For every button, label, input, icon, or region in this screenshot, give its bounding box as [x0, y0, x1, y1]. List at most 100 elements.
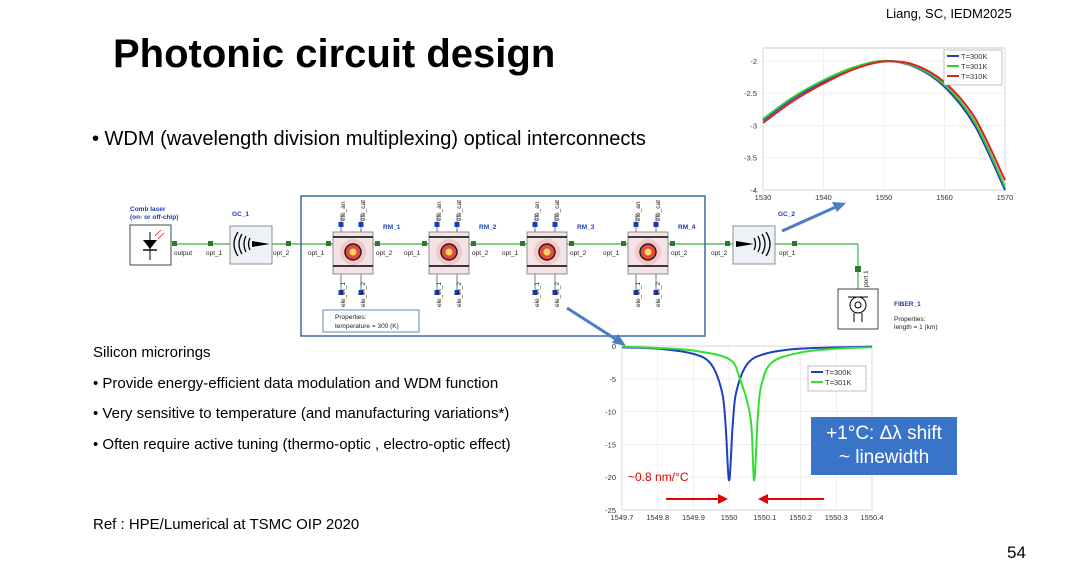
arrow-right-icon	[718, 494, 728, 504]
y-tick-label: -2	[750, 57, 757, 66]
gc1-label: GC_1	[232, 211, 249, 218]
callout-line-1: +1°C: Δλ shift	[826, 423, 942, 444]
microrings-bullet-3: • Often require active tuning (thermo-op…	[93, 436, 511, 453]
ring-top-port: ele_an	[534, 201, 541, 221]
y-tick-label: -2.5	[744, 89, 757, 98]
port-output: output	[174, 250, 192, 257]
properties-title: Properties:	[335, 314, 367, 321]
grating-coupler-1-icon	[229, 225, 273, 265]
ring-port-opt1: opt_1	[404, 250, 421, 257]
microrings-bullet-1: • Provide energy-efficient data modulati…	[93, 375, 499, 392]
x-tick-label: 1550.1	[753, 513, 776, 522]
x-tick-label: 1549.8	[646, 513, 669, 522]
comb-laser-sub: (on- or off-chip)	[130, 214, 178, 221]
y-tick-label: -4	[750, 186, 757, 195]
fiber-port: port 1	[863, 270, 870, 287]
ring-port-opt1: opt_1	[603, 250, 620, 257]
ring-bottom-port: ele_th_2	[554, 282, 561, 307]
ring-bottom-port: ele_th_1	[340, 282, 347, 307]
ring-port-opt1: opt_1	[308, 250, 325, 257]
legend-entry: T=300K	[961, 52, 987, 61]
ring-port-opt2: opt_2	[570, 250, 587, 257]
ring-top-port: ele_cat	[655, 200, 662, 221]
ring-top-port: ele_cat	[554, 200, 561, 221]
ring-port-opt2: opt_2	[671, 250, 688, 257]
reference: Ref : HPE/Lumerical at TSMC OIP 2020	[93, 516, 360, 533]
y-tick-label: -5	[609, 375, 616, 384]
y-tick-label: -25	[605, 506, 616, 515]
ring-top-port: ele_cat	[456, 200, 463, 221]
x-tick-label: 1570	[997, 193, 1014, 202]
ring-bottom-port: ele_th_1	[635, 282, 642, 307]
properties-temperature: temperature = 300 (K)	[335, 323, 399, 330]
ring-modulator-1: RM_1 ele_an ele_cat ele_th_1 ele_th_2 opt_1 op…	[308, 200, 401, 307]
page-title: Photonic circuit design	[113, 32, 556, 76]
y-tick-label: -3.5	[744, 154, 757, 163]
x-tick-label: 1550	[721, 513, 738, 522]
grating-coupler-2-icon	[732, 225, 776, 265]
x-tick-label: 1549.9	[682, 513, 705, 522]
callout-box: +1°C: Δλ shift ~ linewidth	[811, 417, 957, 475]
x-tick-label: 1549.7	[611, 513, 634, 522]
comb-laser-label: Comb laser	[130, 206, 166, 213]
ring-top-port: ele_an	[340, 201, 347, 221]
microrings-heading: Silicon microrings	[93, 344, 211, 361]
fiber-properties-length: length = 1 (km)	[894, 324, 938, 331]
ring-port-opt2: opt_2	[472, 250, 489, 257]
shift-arrows	[666, 494, 824, 504]
legend-entry: T=301K	[825, 378, 851, 387]
microrings-bullet-2: • Very sensitive to temperature (and man…	[93, 405, 510, 422]
arrow-left-icon	[758, 494, 768, 504]
gc2-port-opt2: opt_2	[711, 250, 728, 257]
series-line-T=300K	[621, 345, 873, 482]
citation: Liang, SC, IEDM2025	[886, 6, 1012, 21]
series-line-T=301K	[621, 345, 873, 482]
ring-bottom-port: ele_th_2	[360, 282, 367, 307]
ring-top-port: ele_cat	[360, 200, 367, 221]
comb-laser-icon	[129, 224, 172, 266]
y-tick-label: -20	[605, 473, 616, 482]
x-tick-label: 1530	[755, 193, 772, 202]
y-tick-label: -15	[605, 440, 616, 449]
ring-top-port: ele_an	[635, 201, 642, 221]
ring-bottom-port: ele_th_2	[456, 282, 463, 307]
gc1-port-opt2: opt_2	[273, 250, 290, 257]
legend-entry: T=301K	[961, 62, 987, 71]
slope-label: ~0.8 nm/°C	[628, 470, 689, 484]
fiber-label: FIBER_1	[894, 301, 921, 308]
y-tick-label: 0	[612, 342, 616, 351]
ring-label: RM_1	[383, 224, 401, 231]
legend-entry: T=310K	[961, 72, 987, 81]
x-tick-label: 1560	[936, 193, 953, 202]
y-tick-label: -10	[605, 408, 616, 417]
fiber-icon	[837, 288, 879, 330]
ring-bottom-port: ele_th_2	[655, 282, 662, 307]
x-tick-label: 1550.3	[825, 513, 848, 522]
x-tick-label: 1550.2	[789, 513, 812, 522]
x-tick-label: 1540	[815, 193, 832, 202]
bullet-wdm: • WDM (wavelength division multiplexing)…	[92, 128, 646, 150]
x-tick-label: 1550.4	[861, 513, 884, 522]
gc1-port-opt1: opt_1	[206, 250, 223, 257]
ring-label: RM_3	[577, 224, 595, 231]
arrow-to-temp-chart	[781, 204, 839, 233]
series-line-T=310K	[762, 60, 1006, 181]
y-tick-label: -3	[750, 121, 757, 130]
page-number: 54	[1007, 543, 1026, 562]
gc2-label: GC_2	[778, 211, 795, 218]
callout-line-2: ~ linewidth	[838, 447, 930, 468]
ring-port-opt2: opt_2	[376, 250, 393, 257]
legend-entry: T=300K	[825, 368, 851, 377]
ring-port-opt1: opt_1	[502, 250, 519, 257]
ring-bottom-port: ele_th_1	[436, 282, 443, 307]
ring-label: RM_2	[479, 224, 497, 231]
arrow-to-resonance-chart	[566, 306, 618, 342]
ring-bottom-port: ele_th_1	[534, 282, 541, 307]
gc2-port-opt1: opt_1	[779, 250, 796, 257]
